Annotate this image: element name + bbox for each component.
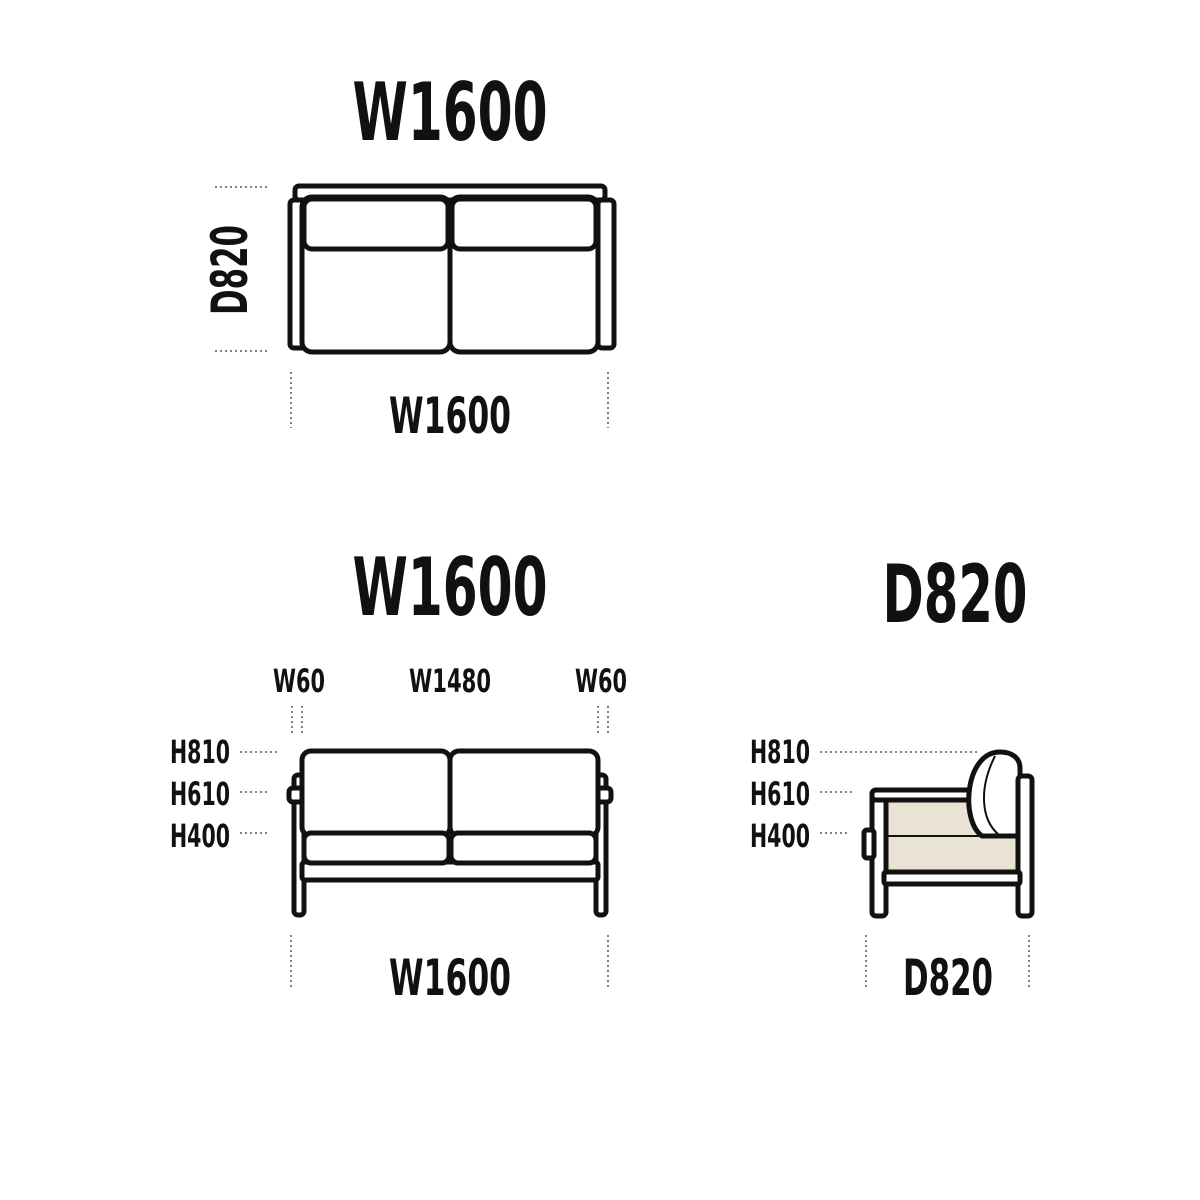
- top-view-width-label: W1600: [389, 387, 511, 445]
- side-height-arm-label: H610: [750, 775, 810, 813]
- front-seat-cushion-left: [301, 830, 452, 866]
- top-view-back-cushion-left: [301, 196, 451, 252]
- side-view-depth-label: D820: [903, 949, 993, 1007]
- side-view-title: D820: [883, 548, 1028, 641]
- front-arm-right-label: W60: [575, 662, 627, 700]
- side-height-seat-label: H400: [750, 817, 810, 855]
- top-view: W1600 D820 W1600: [201, 66, 617, 445]
- front-arm-left-label: W60: [273, 662, 325, 700]
- front-seat-cushion-right: [448, 830, 599, 866]
- front-height-seat-label: H400: [170, 817, 230, 855]
- side-view: D820 H810 H610 H400 D820: [750, 548, 1035, 1007]
- top-view-back-cushion-right: [449, 196, 599, 252]
- side-back-cushion: [966, 749, 1023, 839]
- side-rear-leg: [1015, 773, 1035, 919]
- side-front-arm-knob: [861, 827, 877, 861]
- top-view-depth-label: D820: [201, 225, 259, 315]
- front-view-title: W1600: [353, 541, 548, 634]
- front-back-cushion-left: [299, 748, 453, 839]
- front-view: W1600 W60 W1480 W60 H810 H610 H400 W1600: [170, 541, 627, 1007]
- top-view-title: W1600: [353, 66, 548, 159]
- front-frame-rail: [299, 859, 601, 883]
- side-height-back-label: H810: [750, 733, 810, 771]
- front-height-arm-label: H610: [170, 775, 230, 813]
- front-back-cushion-right: [447, 748, 601, 839]
- front-seat-width-label: W1480: [409, 662, 491, 700]
- front-height-back-label: H810: [170, 733, 230, 771]
- front-view-width-label: W1600: [389, 949, 511, 1007]
- side-back-cushion-seam: [983, 755, 999, 835]
- side-lower-rail: [881, 869, 1023, 887]
